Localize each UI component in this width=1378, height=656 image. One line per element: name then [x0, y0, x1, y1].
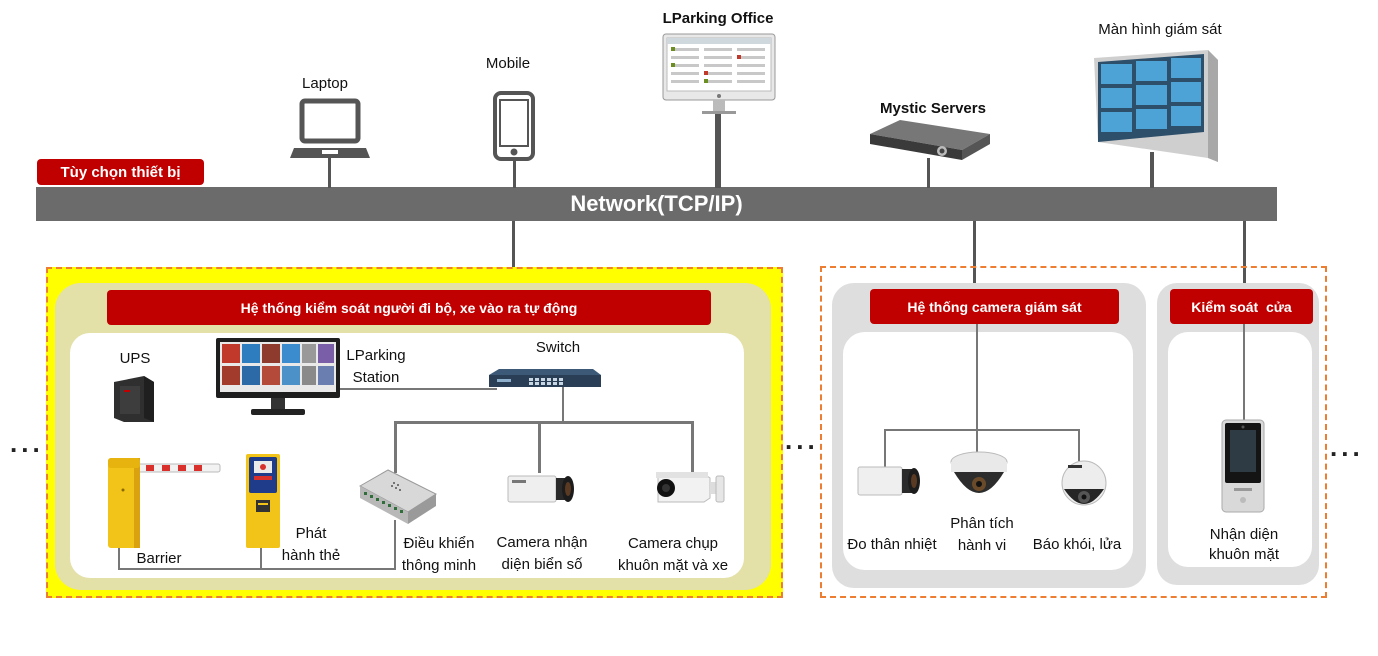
device-options-label: Tùy chọn thiết bị: [37, 159, 204, 185]
server-connector: [927, 158, 930, 188]
laptop-icon: [290, 98, 370, 158]
video-wall-icon: [1094, 50, 1218, 162]
ups-icon: [114, 376, 154, 422]
network-label: Network(TCP/IP): [570, 191, 743, 216]
ups-label: UPS: [119, 350, 151, 367]
face-recognition-label-line1: Nhận diện: [1209, 526, 1279, 543]
pedestrian-section-inner: [70, 333, 744, 578]
camera-trunk-wire: [976, 324, 978, 452]
network-bar: [36, 187, 1277, 221]
barrier-label: Barrier: [136, 550, 182, 567]
ticket-label-line2: hành thẻ: [281, 547, 341, 564]
bullet-camera-icon: [656, 472, 725, 503]
door-trunk-wire: [1243, 324, 1245, 420]
controller-label-line1: Điều khiển: [403, 535, 475, 552]
ellipsis-left: ...: [10, 428, 44, 458]
office-label: LParking Office: [662, 10, 774, 27]
ticket-label-line1: Phát: [295, 525, 327, 542]
facecam-label-line1: Camera chụp: [627, 535, 719, 552]
ellipsis-middle: ...: [785, 425, 819, 455]
network-switch-icon: [489, 369, 601, 387]
station-monitor-icon: [216, 338, 340, 415]
surveillance-section-frame: [820, 266, 1327, 598]
laptop-connector: [328, 158, 331, 188]
mobile-label: Mobile: [485, 55, 531, 72]
camera-bus-wire: [884, 429, 1080, 431]
thermal-drop-wire: [884, 429, 886, 469]
controller-board-icon: [358, 469, 438, 524]
ellipsis-right: ...: [1330, 432, 1364, 462]
monitor-wall-label: Màn hình giám sát: [1098, 21, 1222, 38]
controller-riser-wire: [394, 520, 396, 570]
servers-label: Mystic Servers: [880, 100, 986, 117]
facecam-label-line2: khuôn mặt và xe: [617, 557, 729, 574]
smoke-fire-camera-icon: [1061, 460, 1107, 506]
thermal-camera-icon: [857, 466, 920, 496]
switch-drop-wire: [562, 387, 564, 423]
ticket-dispenser-icon: [246, 454, 280, 548]
station-label-line2: Station: [352, 369, 400, 386]
thermal-label: Đo thân nhiệt: [847, 536, 937, 553]
face-terminal-icon: [1221, 419, 1265, 513]
office-connector: [715, 114, 721, 188]
pedestrian-section-title: Hệ thống kiểm soát người đi bộ, xe vào r…: [107, 290, 711, 325]
switch-bus-wire: [394, 421, 693, 424]
box-camera-icon: [507, 475, 574, 503]
camera-section-inner: [843, 332, 1133, 570]
mobile-phone-icon: [493, 91, 535, 161]
mobile-connector: [513, 160, 516, 188]
station-switch-wire: [339, 388, 497, 390]
imac-icon: [662, 33, 776, 114]
lpr-drop-wire: [538, 421, 541, 473]
door-connector: [1243, 221, 1246, 291]
barrier-riser-wire: [118, 546, 120, 569]
camera-connector: [973, 221, 976, 291]
barrier-gate-icon: [108, 458, 221, 548]
station-label-line1: LParking: [346, 347, 406, 364]
switch-label: Switch: [535, 339, 581, 356]
smoke-label: Báo khói, lửa: [1032, 536, 1122, 553]
smoke-drop-wire: [1078, 429, 1080, 461]
rack-server-icon: [870, 120, 990, 160]
barrier-bottom-wire: [118, 568, 396, 570]
behavior-label-line1: Phân tích: [950, 515, 1014, 532]
lpr-label-line1: Camera nhận: [496, 534, 588, 551]
face-recognition-label-line2: khuôn mặt: [1208, 546, 1280, 563]
lpr-label-line2: diện biển số: [501, 556, 583, 573]
behavior-label-line2: hành vi: [957, 537, 1007, 554]
facecam-drop-wire: [691, 421, 694, 473]
monitor-connector: [1150, 152, 1154, 188]
dome-camera-icon: [950, 451, 1008, 493]
controller-label-line2: thông minh: [401, 557, 477, 574]
camera-section-title: Hệ thống camera giám sát: [870, 289, 1119, 324]
laptop-label: Laptop: [302, 75, 348, 92]
ticket-riser-wire: [260, 546, 262, 569]
controller-drop-wire: [394, 421, 397, 473]
door-section-title: Kiểm soát cửa: [1170, 289, 1313, 324]
